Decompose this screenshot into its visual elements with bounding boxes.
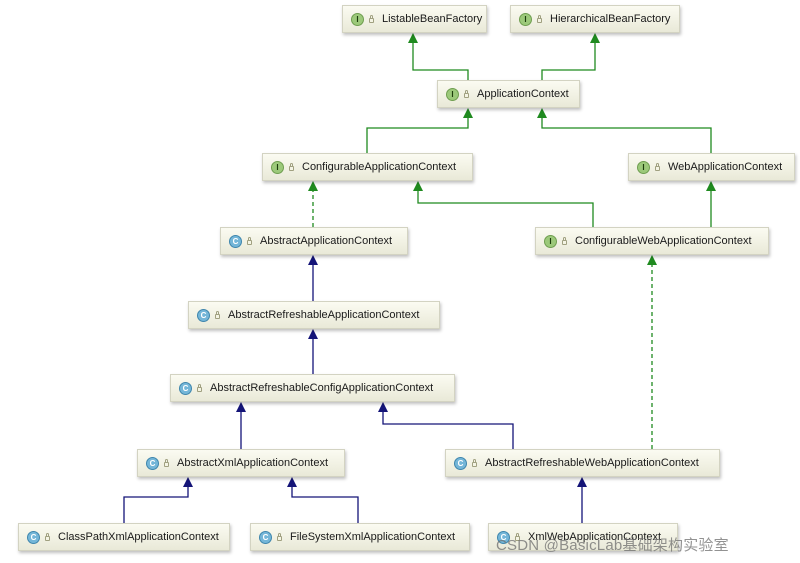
visibility-lock-icon <box>514 532 522 542</box>
node-label: HierarchicalBeanFactory <box>550 13 671 25</box>
edge-absrefreshweb-to-configweb <box>647 255 657 449</box>
node-label: XmlWebApplicationContext <box>528 531 662 543</box>
arrowhead <box>378 402 388 412</box>
visibility-lock-icon <box>276 532 284 542</box>
node-label: FileSystemXmlApplicationContext <box>290 531 456 543</box>
class-icon: C <box>179 381 192 395</box>
edge-configweb-to-configurable <box>413 181 594 227</box>
watermark: CSDN @BasicLab基础架构实验室 <box>496 537 729 554</box>
node-label: ClassPathXmlApplicationContext <box>58 531 219 543</box>
class-icon: C <box>454 456 467 470</box>
arrowhead <box>537 108 547 118</box>
interface-icon: I <box>351 12 364 26</box>
visibility-lock-icon <box>463 89 471 99</box>
visibility-lock-icon <box>471 458 479 468</box>
node-label: ConfigurableWebApplicationContext <box>575 235 752 247</box>
node-label: AbstractApplicationContext <box>260 235 393 247</box>
edge-appctx-to-listable <box>408 33 469 80</box>
arrowhead <box>236 402 246 412</box>
class-node-xmlweb[interactable]: C XmlWebApplicationContext <box>488 523 678 551</box>
class-node-absrefresh[interactable]: C AbstractRefreshableApplicationContext <box>188 301 440 329</box>
node-label: AbstractRefreshableConfigApplicationCont… <box>210 382 434 394</box>
class-icon: C <box>27 530 40 544</box>
interface-icon: I <box>446 87 459 101</box>
edge-webappctx-to-appctx <box>537 108 712 153</box>
arrowhead <box>408 33 418 43</box>
node-label: ListableBeanFactory <box>382 13 483 25</box>
edge-configweb-to-webappctx <box>706 181 716 227</box>
arrowhead <box>308 255 318 265</box>
edge-line <box>291 487 359 523</box>
edge-line <box>382 412 514 449</box>
arrowhead <box>463 108 473 118</box>
visibility-lock-icon <box>561 236 569 246</box>
edge-configurable-to-appctx <box>366 108 473 153</box>
class-node-absrefreshconfig[interactable]: C AbstractRefreshableConfigApplicationCon… <box>170 374 455 402</box>
class-icon: C <box>146 456 159 470</box>
interface-icon: I <box>519 12 532 26</box>
visibility-lock-icon <box>44 532 52 542</box>
visibility-lock-icon <box>163 458 171 468</box>
interface-node-appctx[interactable]: I ApplicationContext <box>437 80 580 108</box>
edge-filesystemxml-to-absxml <box>287 477 359 523</box>
visibility-lock-icon <box>288 162 296 172</box>
interface-icon: I <box>271 160 284 174</box>
class-node-absxml[interactable]: C AbstractXmlApplicationContext <box>137 449 345 477</box>
visibility-lock-icon <box>246 236 254 246</box>
edge-line <box>541 118 712 153</box>
node-label: AbstractRefreshableApplicationContext <box>228 309 420 321</box>
edge-line <box>412 43 469 80</box>
class-icon: C <box>259 530 272 544</box>
node-label: AbstractRefreshableWebApplicationContext <box>485 457 699 469</box>
visibility-lock-icon <box>536 14 544 24</box>
edge-absxml-to-absrefreshconfig <box>236 402 246 449</box>
visibility-lock-icon <box>368 14 376 24</box>
interface-icon: I <box>544 234 557 248</box>
class-node-filesystemxml[interactable]: C FileSystemXmlApplicationContext <box>250 523 470 551</box>
arrowhead <box>413 181 423 191</box>
edge-line <box>366 118 469 153</box>
arrowhead <box>590 33 600 43</box>
arrowhead <box>647 255 657 265</box>
interface-node-configurable[interactable]: I ConfigurableApplicationContext <box>262 153 473 181</box>
arrowhead <box>287 477 297 487</box>
class-icon: C <box>197 308 210 322</box>
class-icon: C <box>229 234 242 248</box>
edge-line <box>417 191 594 227</box>
interface-node-webappctx[interactable]: I WebApplicationContext <box>628 153 795 181</box>
class-node-classpathxml[interactable]: C ClassPathXmlApplicationContext <box>18 523 230 551</box>
visibility-lock-icon <box>214 310 222 320</box>
arrowhead <box>183 477 193 487</box>
arrowhead <box>308 181 318 191</box>
edge-xmlweb-to-absrefreshweb <box>577 477 587 523</box>
visibility-lock-icon <box>196 383 204 393</box>
interface-node-hierarchical[interactable]: I HierarchicalBeanFactory <box>510 5 680 33</box>
node-label: ApplicationContext <box>477 88 569 100</box>
edge-line <box>541 43 596 80</box>
interface-icon: I <box>637 160 650 174</box>
edge-absrefreshconfig-to-absrefresh <box>308 329 318 374</box>
visibility-lock-icon <box>654 162 662 172</box>
node-label: AbstractXmlApplicationContext <box>177 457 329 469</box>
node-label: ConfigurableApplicationContext <box>302 161 457 173</box>
interface-node-listable[interactable]: I ListableBeanFactory <box>342 5 487 33</box>
edge-absrefresh-to-abstractappctx <box>308 255 318 301</box>
class-icon: C <box>497 530 510 544</box>
class-node-absrefreshweb[interactable]: C AbstractRefreshableWebApplicationContex… <box>445 449 720 477</box>
arrowhead <box>577 477 587 487</box>
edge-classpathxml-to-absxml <box>123 477 193 523</box>
class-node-abstractappctx[interactable]: C AbstractApplicationContext <box>220 227 408 255</box>
arrowhead <box>308 329 318 339</box>
edge-appctx-to-hierarchical <box>541 33 600 80</box>
interface-node-configweb[interactable]: I ConfigurableWebApplicationContext <box>535 227 769 255</box>
node-label: WebApplicationContext <box>668 161 783 173</box>
edge-absrefreshweb-to-absrefreshconfig <box>378 402 514 449</box>
edge-abstractappctx-to-configurable <box>308 181 318 227</box>
arrowhead <box>706 181 716 191</box>
edge-line <box>123 487 189 523</box>
